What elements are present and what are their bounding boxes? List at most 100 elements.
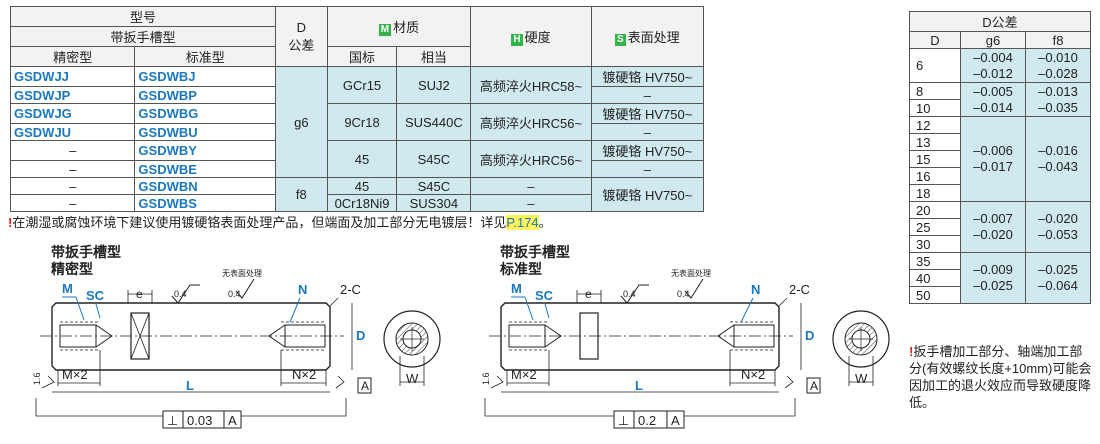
mat-equiv: SUS440C [396,103,472,141]
end-view-outer [832,310,890,368]
tol-g6-cell: –0.004–0.012 [960,48,1026,83]
code-standard[interactable]: GSDWBP [134,86,277,104]
right-title-line2: 标准型 [500,261,542,277]
leader-2c [778,297,788,307]
wrench-flat [579,312,599,360]
page-link[interactable]: P.174 [506,215,539,230]
datum-symbol [784,375,794,389]
tol-row: 12 –0.006–0.017 –0.016–0.043 [909,116,1091,202]
tol-g6-lower: –0.025 [973,278,1013,293]
mat-surface: 镀硬铬 HV750~ [590,177,705,212]
mat-surface-none: – [590,86,705,104]
table-row: GSDWJP GSDWBP – [9,86,705,104]
material-tag: M [378,24,392,36]
roughness-symbol [171,284,200,304]
tol-d: 18 [909,184,961,202]
label-a: A [361,379,369,393]
leader-m [75,296,85,321]
label-ra: 0.4 [228,289,241,299]
label-m: M [511,281,522,296]
perpendicularity-symbol: ⊥ [167,413,178,428]
mat-hardness: – [470,194,592,212]
label-d: D [356,328,365,343]
header-hardness-label: 硬度 [524,30,551,45]
code-precision[interactable]: GSDWJP [9,86,136,104]
corrosion-note-end: 。 [538,215,552,230]
tol-g6-upper: –0.007 [973,211,1013,226]
header-tol: 公差 [288,37,315,53]
header-with-wrench: 带扳手槽型 [9,26,277,47]
code-precision[interactable]: GSDWJU [9,123,136,141]
tol-f8-upper: –0.013 [1038,83,1078,99]
code-precision: – [9,177,136,195]
tol-g6-upper: –0.004 [973,49,1013,65]
wrench-flat [130,312,150,360]
tol-title: D公差 [909,11,1091,32]
warning-icon: ! [909,344,914,359]
drill-tip [717,324,735,348]
label-no-surface: 无表面处理 [671,268,711,278]
label-n: N [298,282,307,297]
tol-f8-upper: –0.020 [1038,211,1078,226]
mat-equiv: S45C [396,140,472,178]
mat-hardness: 高频淬火HRC56~ [470,103,592,141]
tol-f8: f8 [275,177,328,212]
right-thread-hole [733,324,775,348]
roughness-symbol [684,278,704,299]
label-e: e [136,287,143,301]
tolerance-datum: A [671,413,680,428]
header-gb: 国标 [326,46,398,67]
label-ra: 0.4 [677,289,690,299]
code-standard[interactable]: GSDWBS [134,194,277,212]
label-2c: 2-C [340,282,361,297]
leader-n [740,297,754,323]
tol-row: 50 [909,286,1091,304]
code-standard[interactable]: GSDWBN [134,177,277,195]
tol-g6-cell: –0.007–0.020 [960,201,1026,253]
tol-f8-lower: –0.028 [1038,65,1078,81]
label-sc: SC [86,288,105,303]
label-l: L [635,378,643,393]
tol-d: 10 [909,99,961,117]
label-1-6: 1.6 [32,372,42,385]
mat-equiv: S45C [396,177,472,195]
label-2c: 2-C [789,282,810,297]
code-standard[interactable]: GSDWBU [134,123,277,141]
header-equiv: 相当 [396,46,472,67]
header-standard: 标准型 [134,46,277,67]
code-standard[interactable]: GSDWBE [134,160,277,178]
header-surface-label: 表面处理 [627,30,680,45]
label-nx2: N×2 [292,367,316,382]
mat-surface-none: – [590,123,705,141]
code-precision[interactable]: GSDWJG [9,103,136,124]
mat-gb: 9Cr18 [326,103,398,141]
annealing-note: !扳手槽加工部分、轴端加工部分(有效螺纹长度+10mm)可能会因加工的退火效应而… [909,343,1095,411]
tol-d: 25 [909,218,961,236]
table-row: – GSDWBY 45 S45C 高频淬火HRC56~ 镀硬铬 HV750~ [9,140,705,178]
code-precision[interactable]: GSDWJJ [9,66,136,87]
drill-tip [544,324,562,348]
code-precision: – [9,194,136,212]
tol-g6-upper: –0.006 [973,143,1013,158]
mat-equiv: SUJ2 [396,66,472,104]
mat-surface: 镀硬铬 HV750~ [590,66,705,87]
code-standard[interactable]: GSDWBG [134,103,277,124]
mat-hardness: – [470,177,592,195]
wrench-flat-cross [130,312,150,360]
code-standard[interactable]: GSDWBY [134,140,277,161]
perpendicularity-symbol: ⊥ [618,413,629,428]
tolerance-value: 0.03 [187,413,212,428]
roughness-symbol [41,375,55,389]
tol-d: 40 [909,269,961,287]
left-title-line2: 精密型 [51,261,93,277]
roughness-symbol [235,278,255,299]
drill-tip [268,324,286,348]
mat-hardness: 高频淬火HRC58~ [470,66,592,104]
tol-g6-upper: –0.005 [973,83,1013,99]
tol-d: 13 [909,133,961,151]
datum-bracket [35,398,347,417]
label-ra: 0.4 [623,289,636,299]
code-standard[interactable]: GSDWBJ [134,66,277,87]
